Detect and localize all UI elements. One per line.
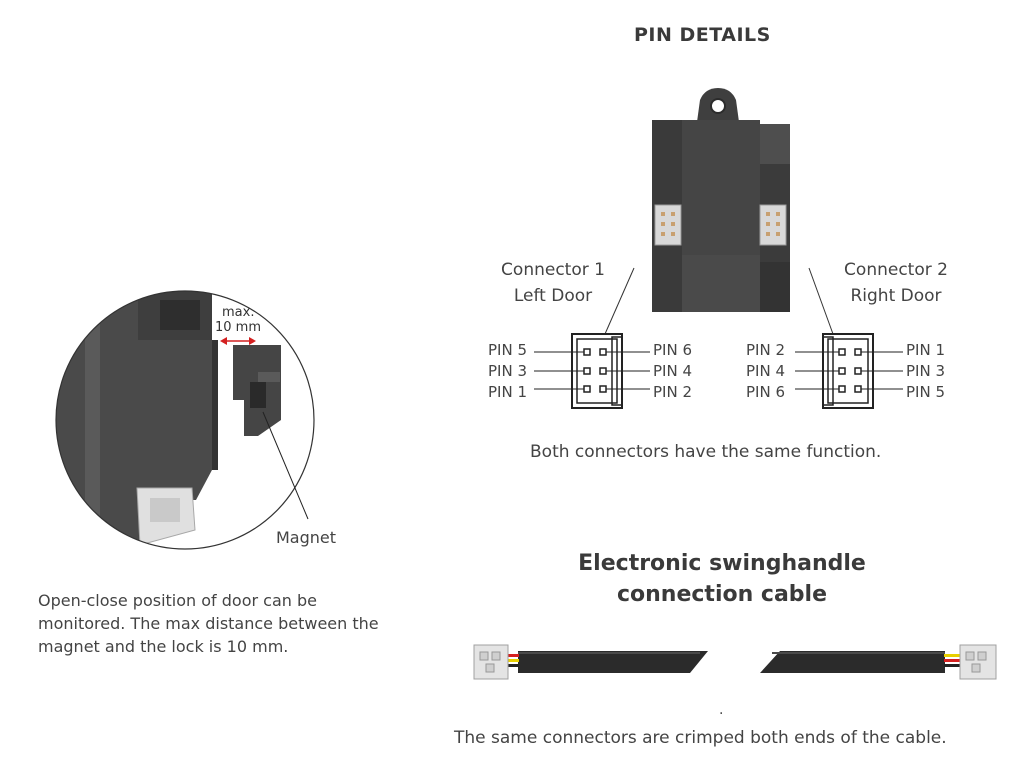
- connector1-name: Connector 1: [501, 260, 605, 280]
- connector1-door: Left Door: [513, 286, 593, 306]
- connector2-pin-right-1: PIN 1: [906, 341, 946, 359]
- cable-dot: .: [719, 702, 724, 718]
- pin-details-title: PIN DETAILS: [634, 24, 771, 46]
- magnet-description: Open-close position of door can be monit…: [38, 591, 379, 656]
- connector2-pin-right-3: PIN 5: [906, 383, 946, 401]
- connector1-leader-line: [604, 267, 635, 335]
- cable-note: The same connectors are crimped both end…: [454, 728, 947, 748]
- connector1-pin-right-1: PIN 6: [653, 341, 693, 359]
- connector1-pin-left-2: PIN 3: [488, 362, 528, 380]
- connector1-label: Connector 1 Left Door: [493, 257, 613, 309]
- connectors-note: Both connectors have the same function.: [530, 442, 882, 462]
- connector1-pin-left-3: PIN 1: [488, 383, 528, 401]
- cable-title-line2: connection cable: [616, 582, 828, 607]
- cable-title: Electronic swinghandle connection cable: [552, 548, 892, 610]
- distance-label-value: 10 mm: [215, 320, 262, 335]
- connector2-pin-left-2: PIN 4: [746, 362, 786, 380]
- magnet-detail-illustration: [55, 290, 315, 550]
- connector2-label: Connector 2 Right Door: [834, 257, 958, 309]
- connector1-schematic: [534, 333, 650, 409]
- lock-device-illustration: [652, 88, 790, 312]
- connector2-pin-left-3: PIN 6: [746, 383, 786, 401]
- distance-label-max: max.: [222, 305, 255, 320]
- distance-arrow: [220, 337, 256, 345]
- connector2-name: Connector 2: [844, 260, 948, 280]
- cable-illustration: [473, 644, 997, 680]
- connector2-schematic: [795, 333, 903, 409]
- connector1-pin-right-3: PIN 2: [653, 383, 693, 401]
- connector2-leader-line: [808, 267, 834, 335]
- connector1-pin-right-2: PIN 4: [653, 362, 693, 380]
- connector2-door: Right Door: [850, 286, 942, 306]
- magnet-label: Magnet: [276, 528, 337, 547]
- cable-title-line1: Electronic swinghandle: [578, 551, 866, 576]
- magnet-leader-line: [262, 411, 309, 520]
- connector2-pin-right-2: PIN 3: [906, 362, 946, 380]
- connector2-pin-left-1: PIN 2: [746, 341, 786, 359]
- connector1-pin-left-1: PIN 5: [488, 341, 528, 359]
